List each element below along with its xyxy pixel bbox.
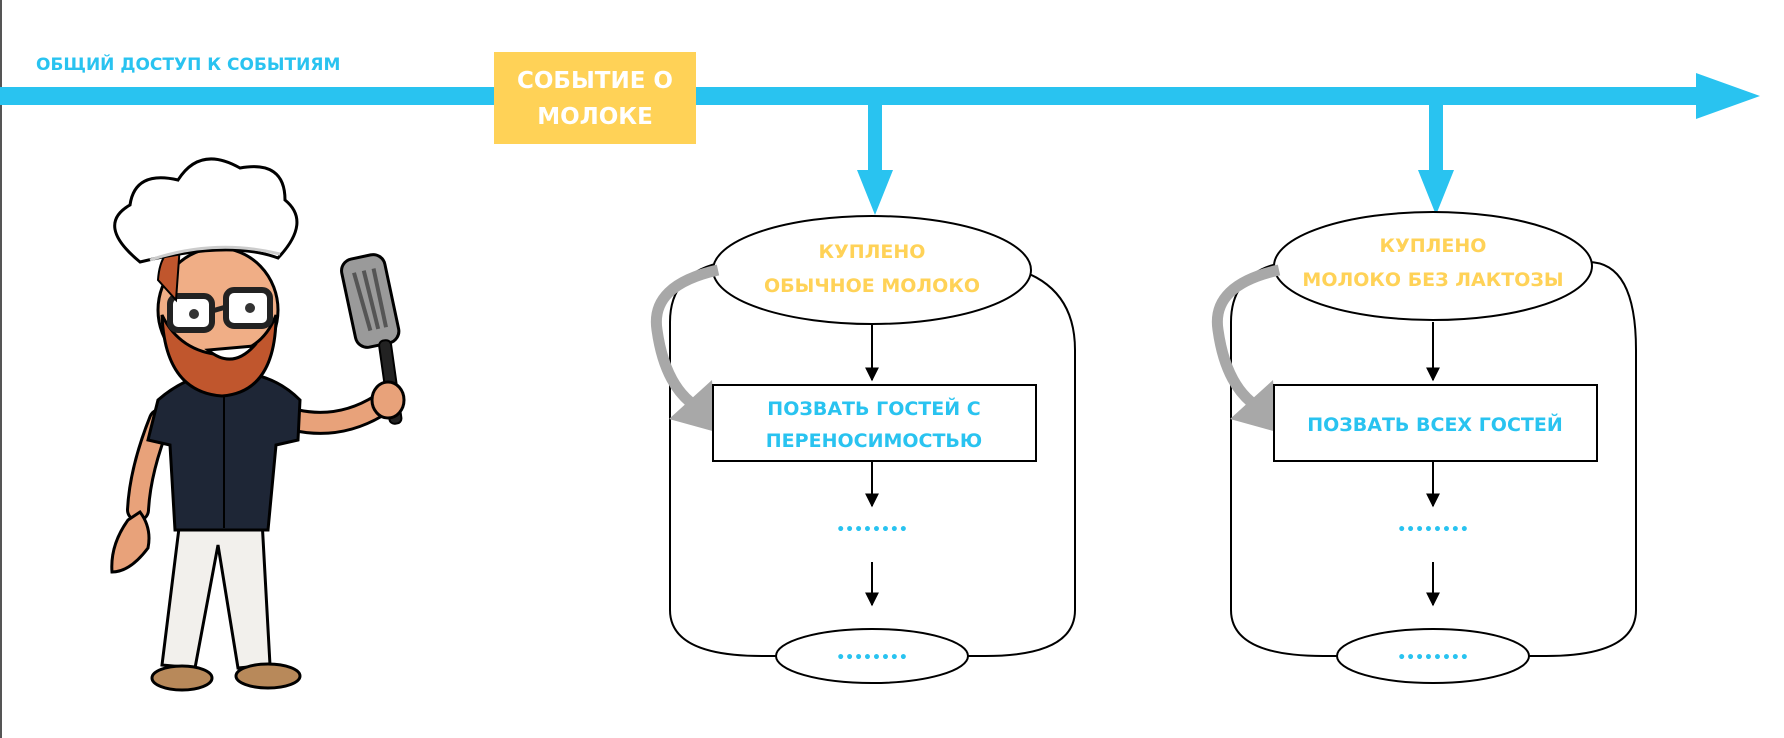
loop-container bbox=[1230, 261, 1637, 657]
event-box-bg bbox=[494, 52, 696, 144]
loop-arrow-icon bbox=[1211, 264, 1281, 407]
action-line1: ПОЗВАТЬ ВСЕХ ГОСТЕЙ bbox=[1307, 413, 1563, 436]
chef-avatar-icon bbox=[110, 157, 406, 692]
down-arrow-icon bbox=[857, 170, 893, 215]
timeline-label: ОБЩИЙ ДОСТУП К СОБЫТИЯМ bbox=[36, 53, 340, 75]
loop-arrowhead-icon bbox=[669, 380, 716, 432]
trigger-line2: МОЛОКО БЕЗ ЛАКТОЗЫ bbox=[1302, 269, 1563, 291]
action-box bbox=[712, 384, 1037, 462]
loop-arrow-icon bbox=[650, 264, 720, 407]
end-ellipsis: •••••••• bbox=[836, 650, 908, 666]
timeline-arrowhead-icon bbox=[1696, 73, 1760, 119]
ellipsis-step: •••••••• bbox=[1397, 522, 1469, 538]
end-ellipsis: •••••••• bbox=[1397, 650, 1469, 666]
event-box-line1: СОБЫТИЕ О bbox=[517, 68, 673, 94]
down-arrow-icon bbox=[1418, 170, 1454, 215]
trigger-ellipse bbox=[712, 215, 1032, 325]
trigger-line1: КУПЛЕНО bbox=[1380, 235, 1487, 257]
event-box-line2: МОЛОКЕ bbox=[537, 104, 653, 130]
subscribe-arrow-1 bbox=[857, 104, 893, 215]
end-ellipse bbox=[1336, 628, 1530, 684]
trigger-ellipse bbox=[1273, 211, 1593, 321]
action-line1: ПОЗВАТЬ ГОСТЕЙ С bbox=[767, 397, 980, 420]
loop-container bbox=[669, 261, 1076, 657]
timeline-bar bbox=[0, 87, 1700, 105]
milk-event-box: СОБЫТИЕ О МОЛОКЕ bbox=[494, 52, 696, 144]
action-box bbox=[1273, 384, 1598, 462]
flow-lactose-free-milk: КУПЛЕНО МОЛОКО БЕЗ ЛАКТОЗЫ ПОЗВАТЬ ВСЕХ … bbox=[1211, 211, 1637, 684]
chef-hat-icon bbox=[113, 157, 299, 264]
loop-arrowhead-icon bbox=[1230, 380, 1277, 432]
subscribe-arrow-2 bbox=[1418, 104, 1454, 215]
timeline: ОБЩИЙ ДОСТУП К СОБЫТИЯМ bbox=[0, 53, 1760, 119]
end-ellipse bbox=[775, 628, 969, 684]
ellipsis-step: •••••••• bbox=[836, 522, 908, 538]
flow-regular-milk: КУПЛЕНО ОБЫЧНОЕ МОЛОКО ПОЗВАТЬ ГОСТЕЙ С … bbox=[650, 215, 1076, 684]
trigger-line1: КУПЛЕНО bbox=[819, 241, 926, 263]
action-line2: ПЕРЕНОСИМОСТЬЮ bbox=[766, 430, 982, 452]
trigger-line2: ОБЫЧНОЕ МОЛОКО bbox=[764, 275, 980, 297]
